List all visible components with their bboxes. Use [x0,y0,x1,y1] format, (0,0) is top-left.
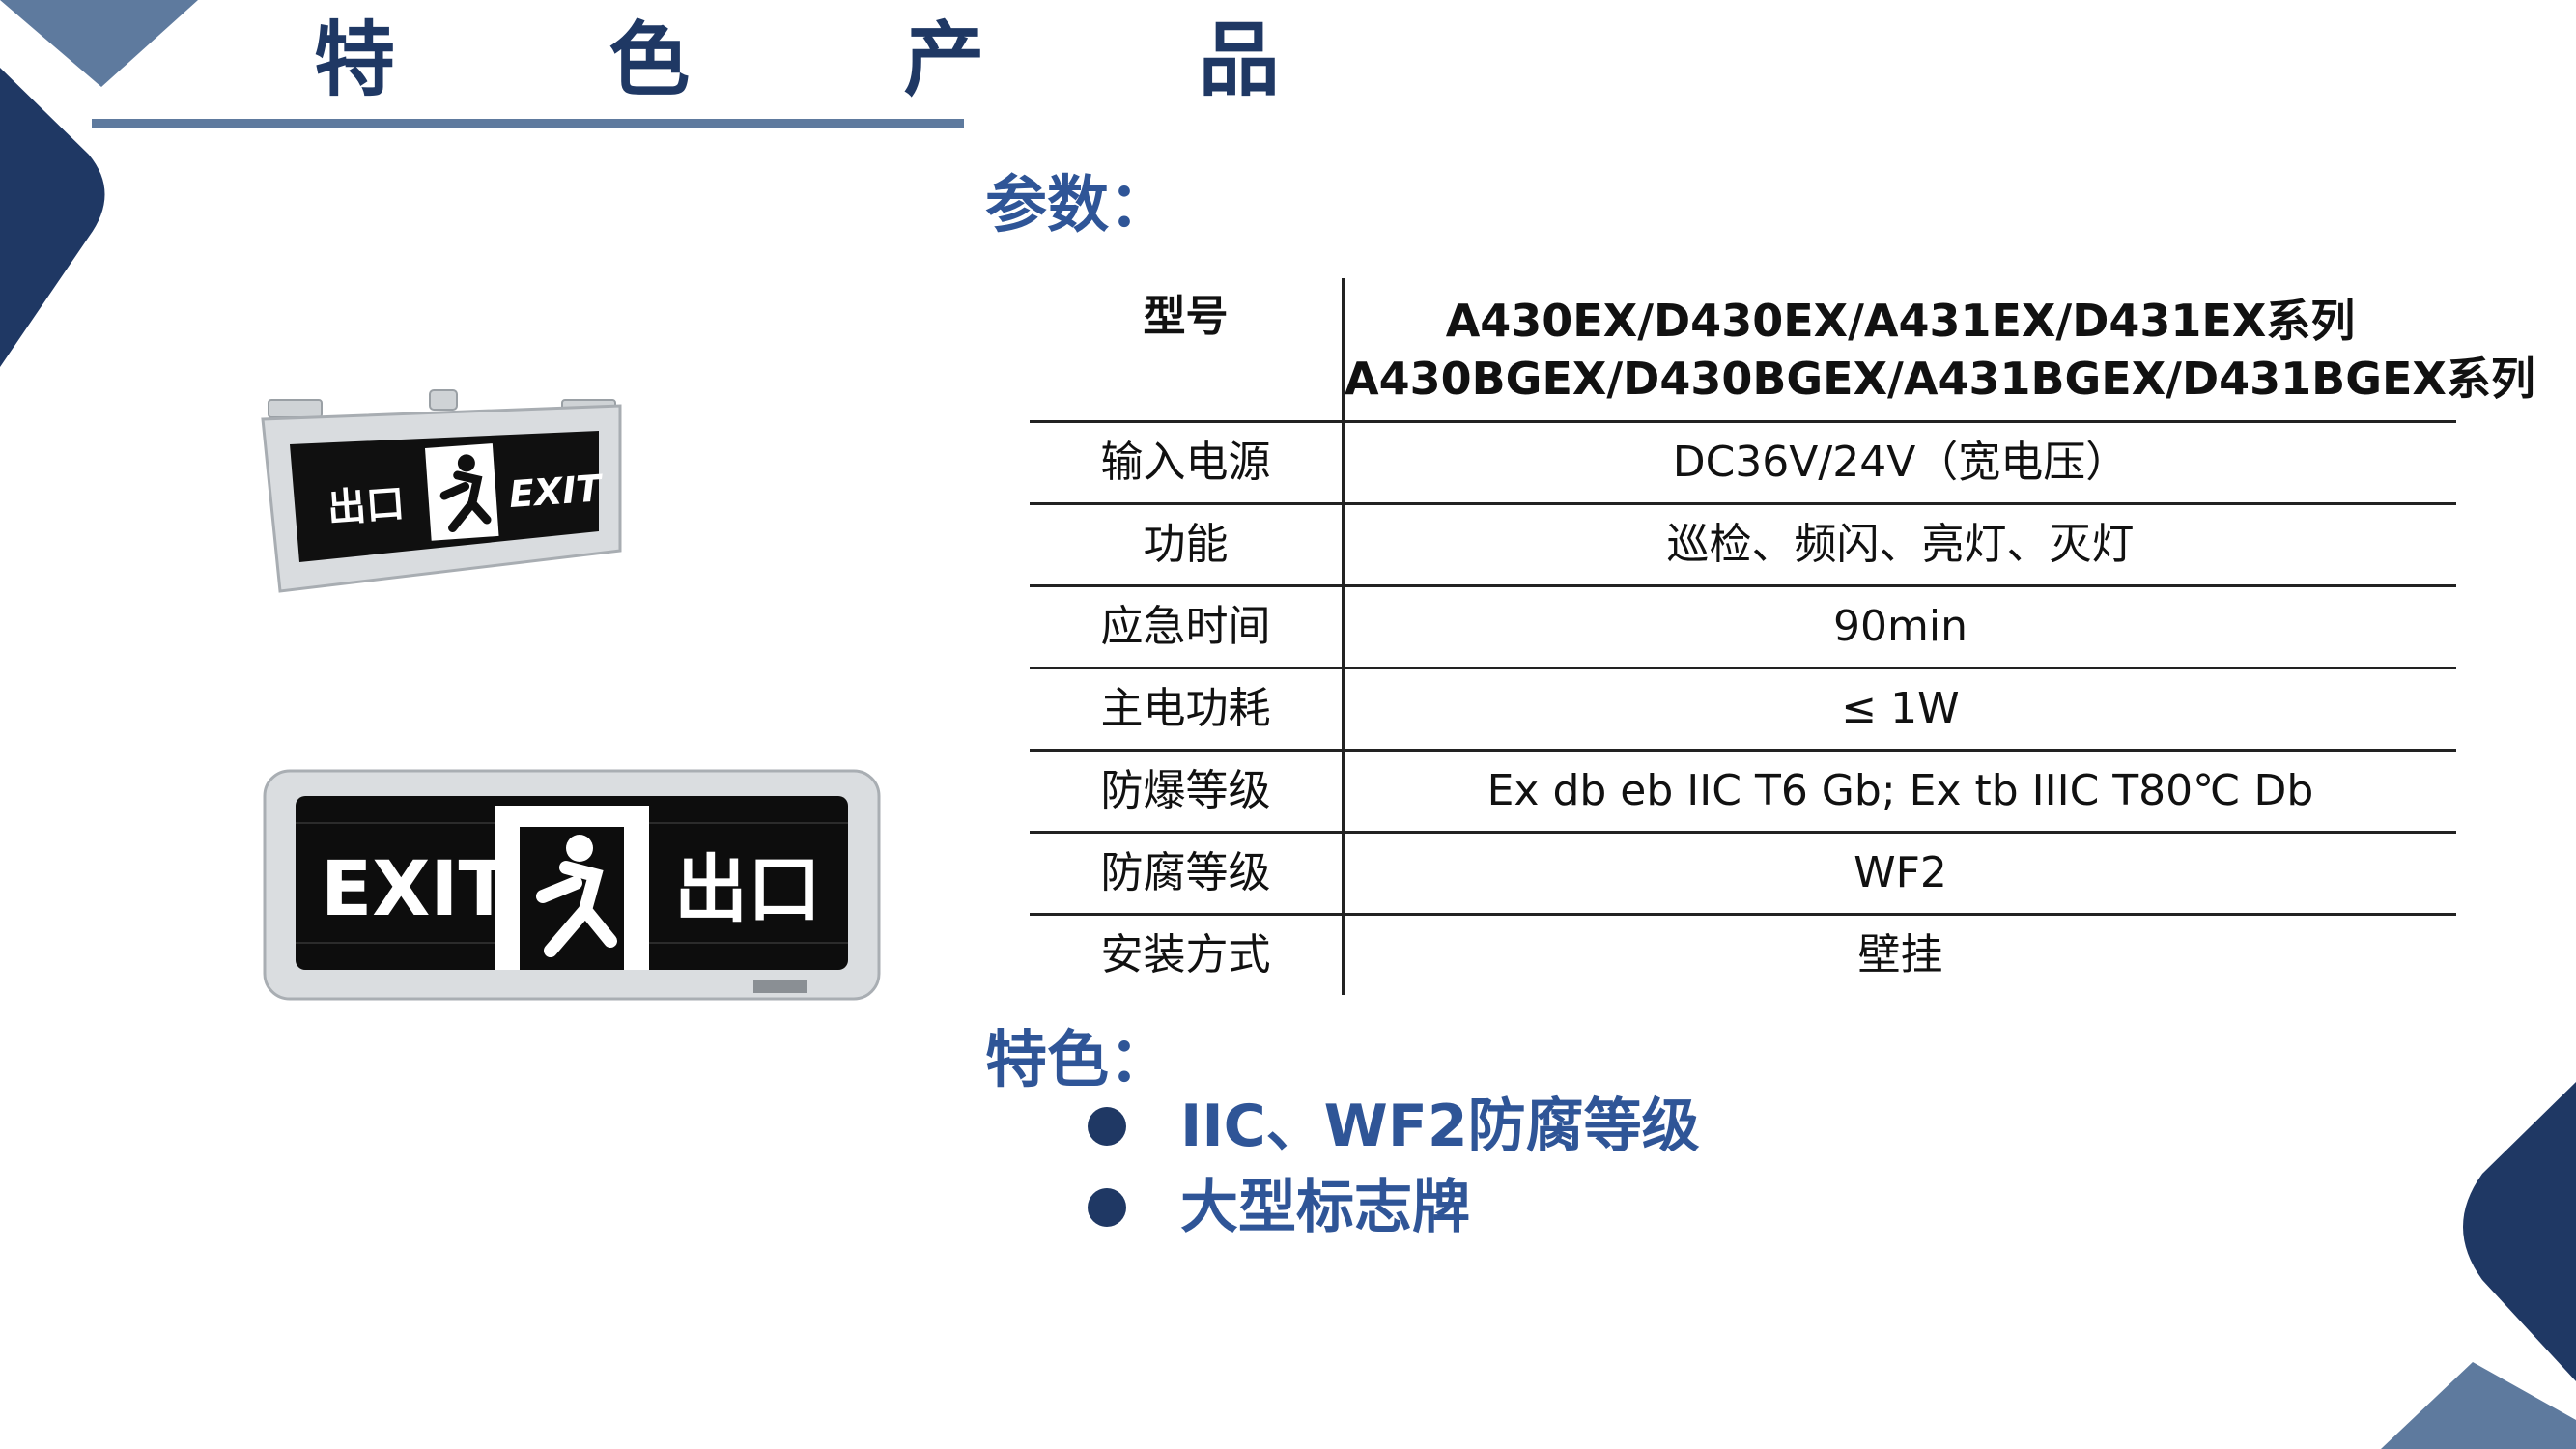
table-row: 安装方式 壁挂 [1030,914,2456,995]
spec-value: ≤ 1W [1841,684,1960,733]
small-sign-right-text: EXIT [508,467,606,516]
spec-value: A430EX/D430EX/A431EX/D431EX系列 A430BGEX/D… [1344,278,2535,422]
features-heading: 特色： [985,1025,1171,1096]
table-row: 主电功耗 ≤ 1W [1030,668,2456,751]
top-left-triangle [0,0,198,87]
spec-value: Ex db eb IIC T6 Gb; Ex tb IIIC T80℃ Db [1486,766,2314,815]
left-chevron-shape [0,68,105,367]
feature-text: IIC、WF2防腐等级 [1180,1093,1700,1160]
bullet-dot-icon [1088,1188,1126,1227]
title-underline [92,119,964,128]
spec-label: 输入电源 [1030,421,1345,504]
small-exit-sign-picture: 出口 EXIT [261,389,622,593]
spec-value-line: A430EX/D430EX/A431EX/D431EX系列 [1445,294,2356,347]
spec-label: 应急时间 [1030,585,1345,668]
running-man-icon [439,454,492,533]
spec-value: WF2 [1854,848,1947,897]
params-heading: 参数： [985,170,1171,242]
spec-value: 90min [1833,602,1967,651]
spec-label: 安装方式 [1030,914,1345,995]
spec-label: 功能 [1030,503,1345,586]
spec-label: 防腐等级 [1030,832,1345,915]
table-row: 防爆等级 Ex db eb IIC T6 Gb; Ex tb IIIC T80℃… [1030,750,2456,833]
large-sign-left-text: EXIT [321,846,510,933]
large-sign-right-text: 出口 [674,846,821,932]
spec-table: 型号 A430EX/D430EX/A431EX/D431EX系列 A430BGE… [1030,278,2535,995]
spec-value: 壁挂 [1857,930,1943,980]
bullet-dot-icon [1088,1107,1126,1146]
spec-value-line: A430BGEX/D430BGEX/A431BGEX/D431BGEX系列 [1345,352,2535,405]
feature-text: 大型标志牌 [1180,1174,1470,1241]
large-exit-sign-picture: EXIT 出口 [263,769,881,1001]
table-row: 防腐等级 WF2 [1030,832,2456,915]
table-row: 功能 巡检、频闪、亮灯、灭灯 [1030,503,2456,586]
spec-label: 防爆等级 [1030,750,1345,833]
page-title: 特 色 产 品 [314,13,1373,107]
table-row: 输入电源 DC36V/24V（宽电压） [1030,421,2456,504]
running-man-icon [536,835,617,957]
spec-value: DC36V/24V（宽电压） [1672,438,2129,487]
right-chevron-shape [2463,1082,2576,1381]
table-row: 型号 A430EX/D430EX/A431EX/D431EX系列 A430BGE… [1030,278,2535,422]
spec-label: 主电功耗 [1030,668,1345,751]
spec-label: 型号 [1030,278,1345,422]
table-row: 应急时间 90min [1030,585,2456,668]
small-sign-left-text: 出口 [326,482,406,531]
spec-value: 巡检、频闪、亮灯、灭灯 [1666,520,2135,569]
bottom-right-triangle [2381,1362,2576,1449]
